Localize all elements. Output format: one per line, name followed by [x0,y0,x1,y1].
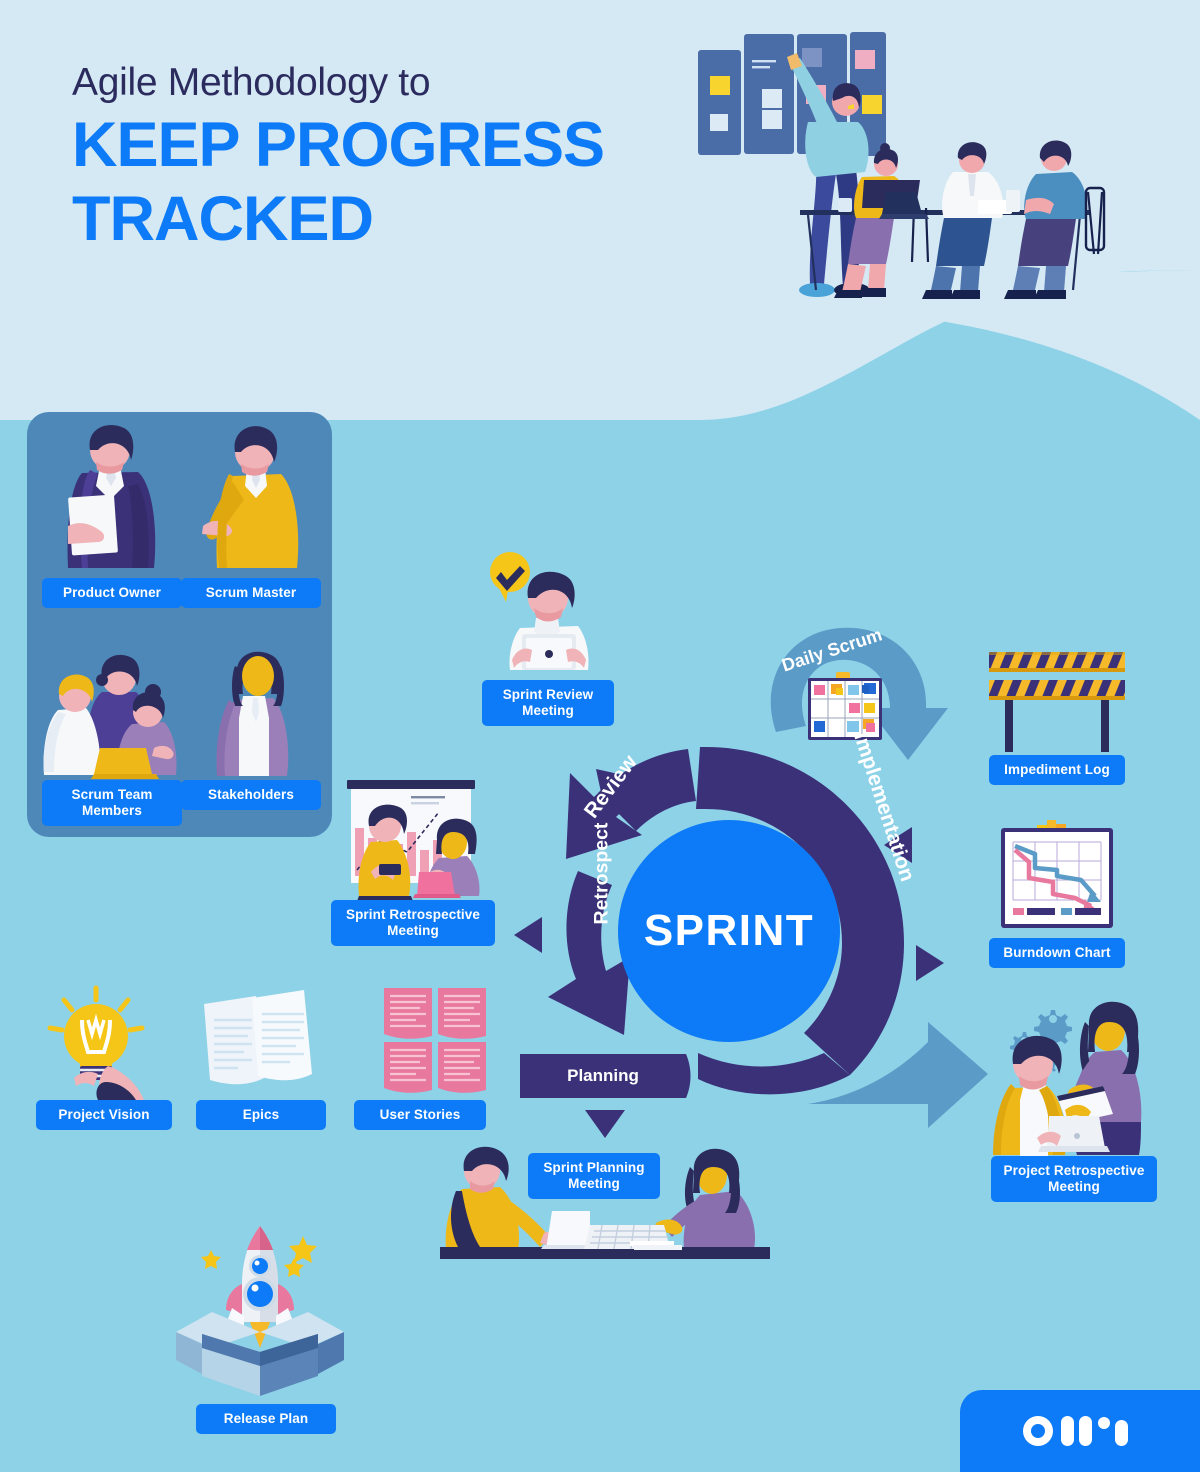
presentation-chart-two-people-icon [347,780,480,901]
title-line-3: TRACKED [72,184,374,255]
node-label-user-stories: User Stories [354,1100,486,1130]
sprint-cycle-arcs [514,747,944,1095]
node-label-project-vision: Project Vision [36,1100,172,1130]
two-people-at-desk-laptops-icon [440,1146,770,1259]
node-label-release-plan: Release Plan [196,1404,336,1434]
planning-down-arrow-icon [585,1110,625,1138]
page-title-group: Agile Methodology to KEEP PROGRESS TRACK… [72,61,605,255]
role-label-scrum-master: Scrum Master [181,578,321,608]
sprint-center-circle: SPRINT [618,820,840,1042]
daily-scrum-arc [770,627,948,760]
node-label-epics: Epics [196,1100,326,1130]
role-product-owner[interactable]: Product Owner [42,418,182,608]
two-people-gears-icon [993,1001,1142,1156]
man-in-yellow-jacket-icon [202,426,299,568]
four-pink-cards-icon [384,988,486,1093]
businessman-with-document-icon [67,424,156,568]
node-label-burndown-chart: Burndown Chart [989,938,1125,968]
team-group-icon [43,654,177,779]
role-stakeholders[interactable]: Stakeholders [181,640,321,810]
node-burndown-chart[interactable]: Burndown Chart [989,820,1125,968]
lightbulb-in-hand-icon [47,985,145,1100]
sprint-center-label: SPRINT [643,906,815,955]
role-label-product-owner: Product Owner [42,578,182,608]
two-documents-icon [204,990,312,1085]
node-epics[interactable]: Epics [196,982,326,1130]
node-label-impediment-log: Impediment Log [989,755,1125,785]
node-impediment-log[interactable]: Impediment Log [989,650,1125,785]
woman-in-purple-blazer-icon [216,651,289,776]
kanban-sticky-note-board-icon [808,672,882,740]
arc-label-planning: Planning [567,1066,639,1085]
node-release-plan[interactable]: Release Plan [172,1218,362,1434]
otter-ai-logo-icon [1023,1416,1128,1446]
role-label-stakeholders: Stakeholders [181,780,321,810]
header-team-illustration [698,32,1106,299]
title-line-1: Agile Methodology to [72,61,431,104]
rocket-in-box-icon [176,1226,344,1396]
footer-logo-box[interactable] [960,1390,1200,1472]
header-background [0,0,1200,420]
title-line-2: KEEP PROGRESS [72,109,605,180]
planning-band [520,1054,691,1098]
node-user-stories[interactable]: User Stories [354,982,486,1130]
role-scrum-master[interactable]: Scrum Master [181,418,321,608]
burndown-line-chart-icon [1001,820,1113,928]
node-project-vision[interactable]: Project Vision [36,982,172,1130]
steel-right-arrow-icon [808,1022,988,1128]
road-barrier-icon [989,652,1125,752]
man-with-laptop-checkmark-icon [490,552,589,670]
